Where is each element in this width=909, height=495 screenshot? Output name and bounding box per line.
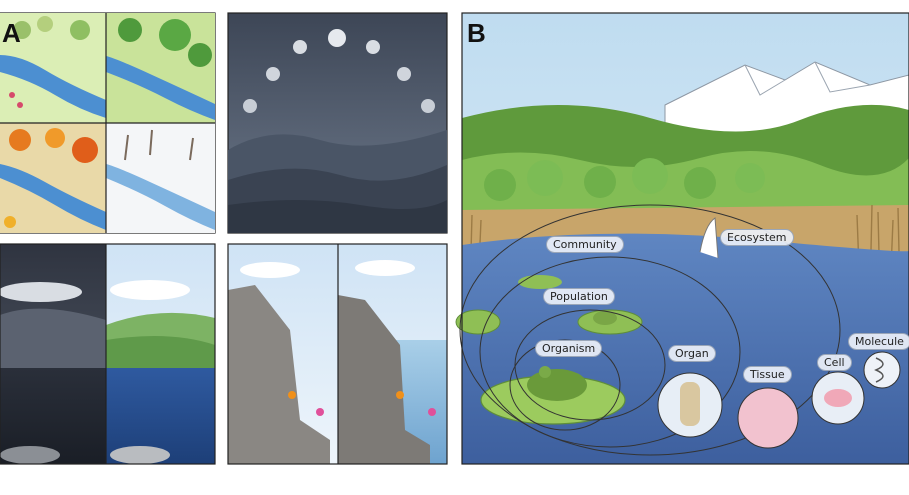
label-community: Community [546, 236, 624, 253]
day-night-lake-panel [0, 243, 216, 465]
label-molecule: Molecule [848, 333, 909, 350]
label-organism: Organism [535, 340, 603, 357]
label-cell: Cell [817, 354, 852, 371]
label-tissue: Tissue [743, 366, 792, 383]
panel-a-letter: A [2, 18, 21, 48]
moon-phases-panel [227, 12, 448, 234]
cliff-sea-panel [227, 243, 448, 465]
label-organ: Organ [668, 345, 716, 362]
panel-b-letter: B [467, 18, 486, 48]
label-population: Population [543, 288, 615, 305]
seasons-panel [0, 12, 216, 234]
pond-ecosystem-panel [455, 12, 909, 465]
label-ecosystem: Ecosystem [720, 229, 794, 246]
